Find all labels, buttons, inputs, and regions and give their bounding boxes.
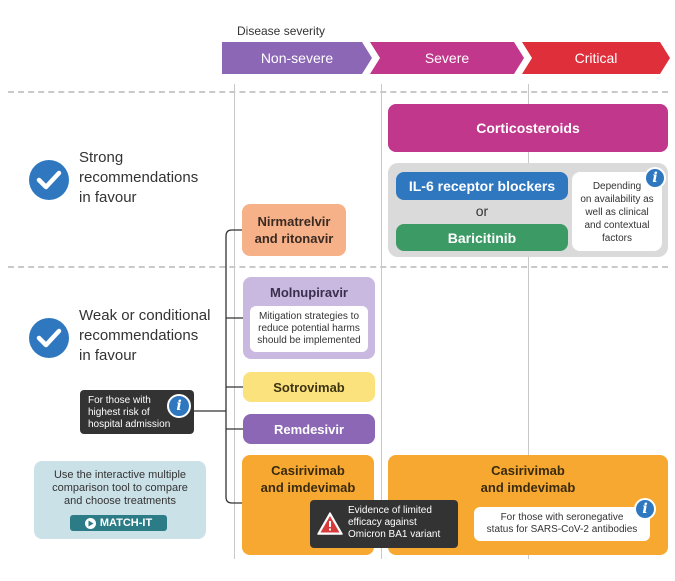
casirivimab-severe-critical-label: Casirivimab and imdevimab: [480, 463, 576, 495]
seronegative-note: For those with seronegative status for S…: [474, 507, 650, 541]
match-it-description: Use the interactive multiple comparison …: [52, 469, 188, 507]
info-icon[interactable]: i: [634, 498, 656, 520]
mitigation-note: Mitigation strategies to reduce potentia…: [250, 306, 368, 352]
info-icon[interactable]: i: [167, 394, 191, 418]
column-line-severe: [381, 84, 382, 559]
corticosteroids-box: Corticosteroids: [388, 104, 668, 152]
divider-top: [8, 91, 668, 93]
sotrovimab-box: Sotrovimab: [243, 372, 375, 402]
disease-severity-title: Disease severity: [237, 24, 326, 38]
divider-middle: [8, 266, 668, 268]
severity-severe: Severe: [370, 42, 524, 74]
baricitinib-box: Baricitinib: [396, 224, 568, 251]
severity-non-severe: Non-severe: [222, 42, 372, 74]
play-circle-icon: [84, 517, 96, 529]
molnupiravir-label: Molnupiravir: [269, 285, 348, 300]
check-circle-icon: [29, 318, 69, 358]
strong-recommendations-label: Strong recommendations in favour: [79, 149, 199, 206]
warning-triangle-icon: [317, 512, 343, 535]
severity-critical: Critical: [522, 42, 670, 74]
or-label: or: [475, 203, 489, 219]
column-line-non-severe: [234, 84, 235, 559]
info-icon[interactable]: i: [644, 167, 666, 189]
nirmatrelvir-ritonavir-box: Nirmatrelvir and ritonavir: [242, 204, 346, 256]
remdesivir-box: Remdesivir: [243, 414, 375, 444]
column-line-critical: [528, 84, 529, 559]
il6-receptor-blockers-box: IL-6 receptor blockers: [396, 172, 568, 200]
weak-recommendations-label: Weak or conditional recommendations in f…: [79, 307, 211, 364]
check-circle-icon: [29, 160, 69, 200]
casirivimab-non-severe-label: Casirivimab and imdevimab: [260, 463, 356, 495]
match-it-button[interactable]: MATCH-IT: [70, 515, 167, 531]
match-it-button-label: MATCH-IT: [99, 517, 153, 529]
